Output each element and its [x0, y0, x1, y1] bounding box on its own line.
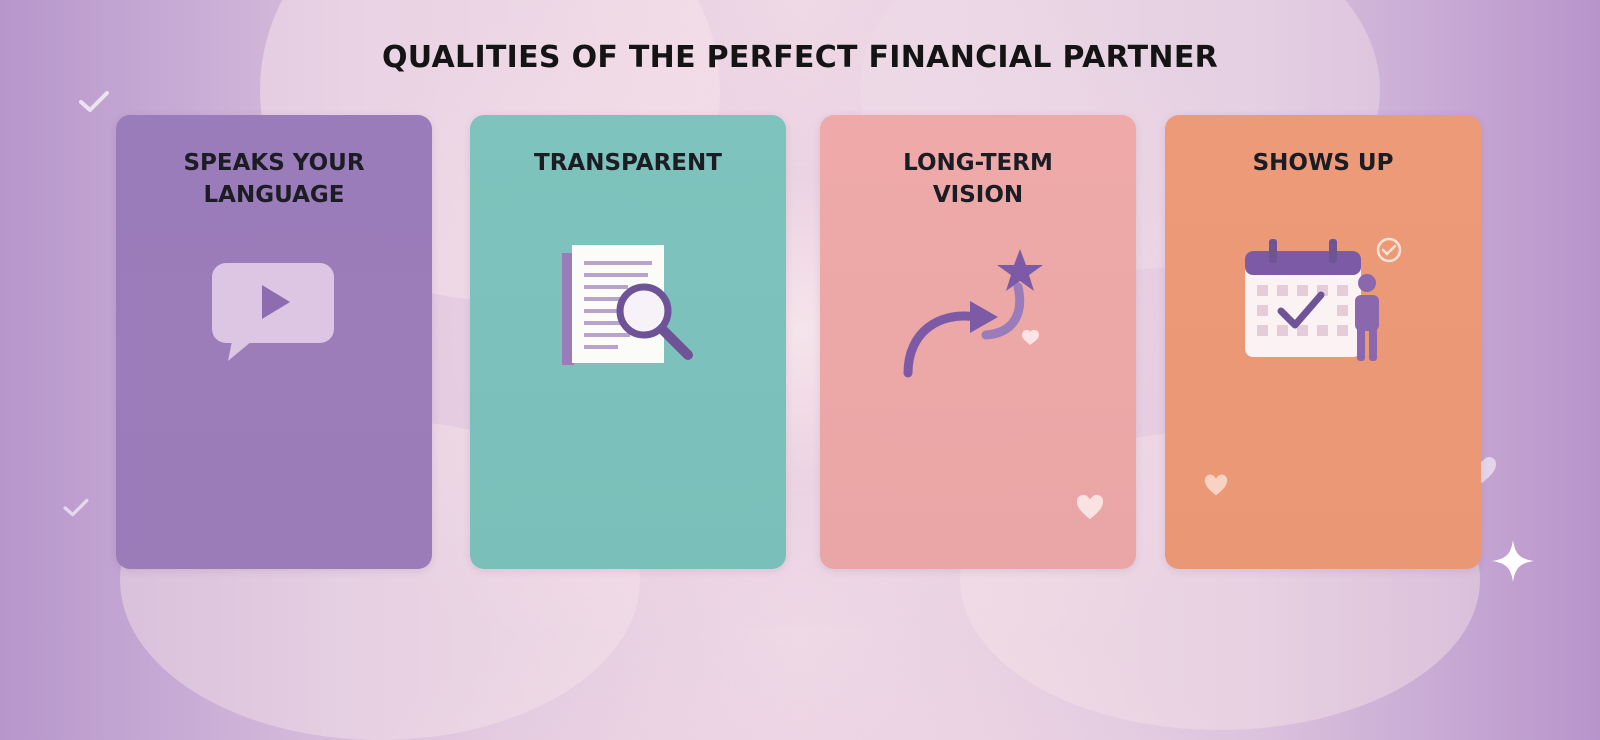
page-title: QUALITIES OF THE PERFECT FINANCIAL PARTN…: [381, 40, 1219, 75]
calendar-person-icon: [1245, 239, 1379, 361]
document-magnifier-icon: [562, 245, 693, 365]
heart-icon: [1076, 494, 1104, 520]
card-speaks-your-language: SPEAKS YOUR LANGUAGE: [116, 115, 432, 569]
checkmark-icon: [79, 91, 109, 112]
card-title: SPEAKS YOUR LANGUAGE: [116, 147, 432, 211]
card-long-term-vision: LONG-TERM VISION: [820, 115, 1136, 569]
card-shows-up: SHOWS UP: [1165, 115, 1481, 569]
video-message-icon: [212, 263, 334, 361]
card-title-line: TRANSPARENT: [534, 150, 722, 176]
sparkle-icon: [1492, 540, 1534, 582]
check-circle-icon: [1376, 237, 1402, 263]
card-transparent: TRANSPARENT: [470, 115, 786, 569]
card-title: TRANSPARENT: [470, 147, 786, 179]
checkmark-icon: [63, 498, 89, 517]
card-title: LONG-TERM VISION: [820, 147, 1136, 211]
card-title-line: SPEAKS YOUR: [183, 150, 365, 176]
arrow-to-star-icon: [903, 249, 1043, 378]
card-title-line: SHOWS UP: [1252, 150, 1394, 176]
heart-icon: [1204, 474, 1228, 496]
card-title-line: LONG-TERM: [903, 150, 1053, 176]
card-title-line: VISION: [932, 182, 1024, 208]
card-title: SHOWS UP: [1165, 147, 1481, 179]
card-title-line: LANGUAGE: [203, 182, 345, 208]
